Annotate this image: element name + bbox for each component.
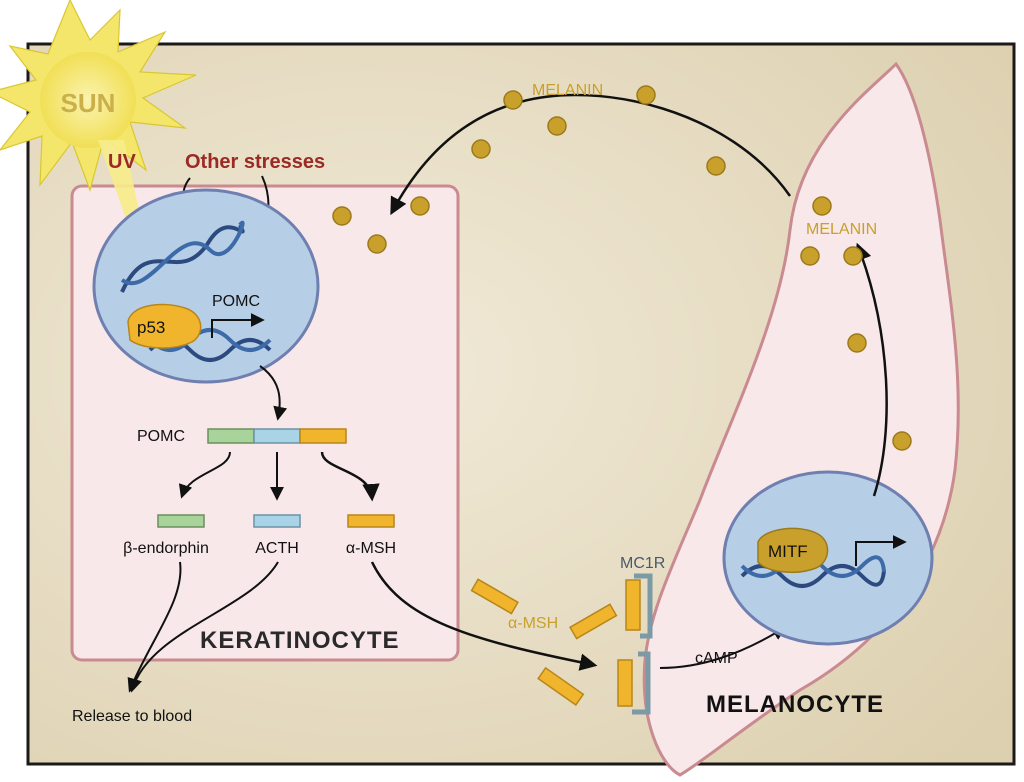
melanin-top-label: MELANIN bbox=[532, 82, 603, 99]
melanin-granule bbox=[410, 196, 430, 216]
camp-arrow bbox=[659, 626, 787, 669]
alpha-msh-label: α-MSH bbox=[346, 540, 396, 557]
transcription-arrow-pomc bbox=[211, 313, 265, 338]
sun-icon bbox=[0, 0, 197, 192]
pomc-segment-green bbox=[207, 428, 255, 444]
melanin-granule bbox=[892, 431, 912, 451]
melanin-granule bbox=[471, 139, 491, 159]
acth-bar bbox=[253, 514, 301, 528]
beta-endorphin-bar bbox=[157, 514, 205, 528]
pomc-segment-blue bbox=[253, 428, 301, 444]
keratinocyte-nucleus bbox=[92, 188, 320, 384]
melanocyte-nucleus bbox=[722, 470, 934, 646]
arrow-melanin-transfer bbox=[390, 93, 792, 216]
sun-label: SUN bbox=[61, 88, 116, 118]
melanin-granule bbox=[800, 246, 820, 266]
melanin-granule bbox=[636, 85, 656, 105]
mitf-label: MITF bbox=[768, 542, 808, 561]
release-to-blood-label: Release to blood bbox=[72, 708, 192, 725]
other-stresses-label: Other stresses bbox=[185, 151, 325, 173]
melanin-granule bbox=[547, 116, 567, 136]
pomc-protein-label: POMC bbox=[137, 428, 185, 445]
melanin-cell-label: MELANIN bbox=[806, 221, 877, 238]
melanocyte-label: MELANOCYTE bbox=[706, 691, 884, 718]
pomc-gene-label: POMC bbox=[212, 293, 260, 310]
melanin-granule bbox=[367, 234, 387, 254]
melanin-granules bbox=[332, 85, 912, 451]
acth-label: ACTH bbox=[255, 540, 299, 557]
alpha-msh-bar bbox=[347, 514, 395, 528]
arrow-beta-endorphin-to-blood bbox=[127, 561, 182, 693]
pomc-segment-yellow bbox=[299, 428, 347, 444]
arrow-melanin-synthesis bbox=[854, 242, 888, 497]
dna-upper bbox=[120, 220, 245, 293]
melanin-granule bbox=[503, 90, 523, 110]
p53-protein bbox=[127, 303, 202, 349]
camp-label: cAMP bbox=[695, 650, 738, 667]
melanin-granule bbox=[706, 156, 726, 176]
extracellular-alpha-msh-label: α-MSH bbox=[508, 615, 558, 632]
mc1r-label: MC1R bbox=[620, 555, 665, 572]
arrow-nucleus-to-pomc bbox=[259, 365, 288, 421]
arrow-acth-to-blood bbox=[128, 561, 279, 693]
beta-endorphin-label: β-endorphin bbox=[123, 540, 209, 557]
melanin-granule bbox=[332, 206, 352, 226]
arrow-alpha-msh-to-receptor bbox=[370, 561, 598, 671]
mitf-protein bbox=[757, 527, 829, 573]
arrow-to-beta-endorphin bbox=[178, 451, 231, 499]
melanin-granule bbox=[812, 196, 832, 216]
uv-label: UV bbox=[108, 151, 136, 173]
keratinocyte-label: KERATINOCYTE bbox=[200, 627, 400, 654]
transcription-arrow-mitf bbox=[855, 535, 907, 566]
p53-label: p53 bbox=[137, 318, 165, 337]
arrow-to-alpha-msh bbox=[320, 451, 380, 502]
mc1r-receptor-upper bbox=[625, 573, 653, 639]
melanin-granule bbox=[843, 246, 863, 266]
melanin-granule bbox=[847, 333, 867, 353]
extracellular-alpha-msh bbox=[470, 578, 618, 706]
mc1r-receptor-lower bbox=[617, 651, 651, 715]
